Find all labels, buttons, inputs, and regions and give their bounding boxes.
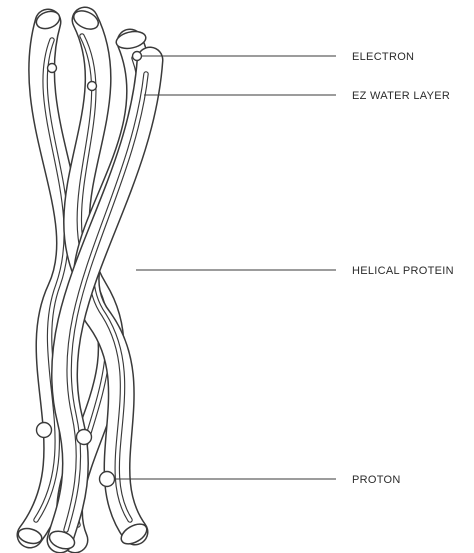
electron-particle [48, 64, 57, 73]
proton-particle [37, 423, 52, 438]
proton-particle [100, 472, 115, 487]
proton-particle [77, 430, 92, 445]
proton-label: PROTON [352, 474, 401, 486]
ez-water-layer-label: EZ WATER LAYER [352, 90, 450, 102]
electron-particle [88, 82, 97, 91]
electron-particle [133, 52, 142, 61]
electron-label: ELECTRON [352, 51, 414, 63]
helical-protein-label: HELICAL PROTEIN [352, 265, 454, 277]
